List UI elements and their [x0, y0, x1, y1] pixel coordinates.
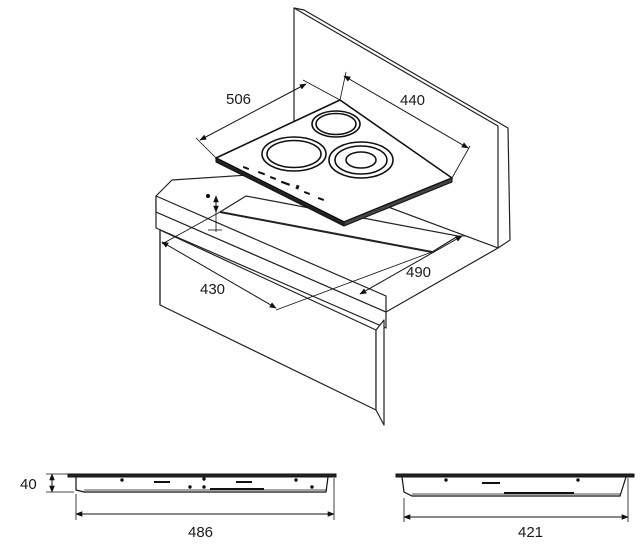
- front-profile-view: [395, 473, 635, 497]
- label-506: 506: [226, 91, 251, 108]
- dimension-cutout-width: [359, 235, 466, 295]
- dimension-thickness-marker: [205, 193, 222, 232]
- label-486: 486: [188, 524, 213, 541]
- dimension-hob-depth: [195, 79, 341, 159]
- label-490: 490: [406, 264, 431, 281]
- dimension-hob-width: [339, 71, 471, 179]
- dimension-front-width: [403, 478, 629, 522]
- dimension-thickness: [46, 473, 74, 493]
- label-40: 40: [20, 476, 37, 493]
- label-430: 430: [200, 281, 225, 298]
- side-profile-view: [67, 473, 337, 493]
- label-440: 440: [400, 92, 425, 109]
- dimension-side-width: [75, 478, 335, 520]
- label-421: 421: [518, 524, 543, 541]
- control-panel: [242, 166, 325, 201]
